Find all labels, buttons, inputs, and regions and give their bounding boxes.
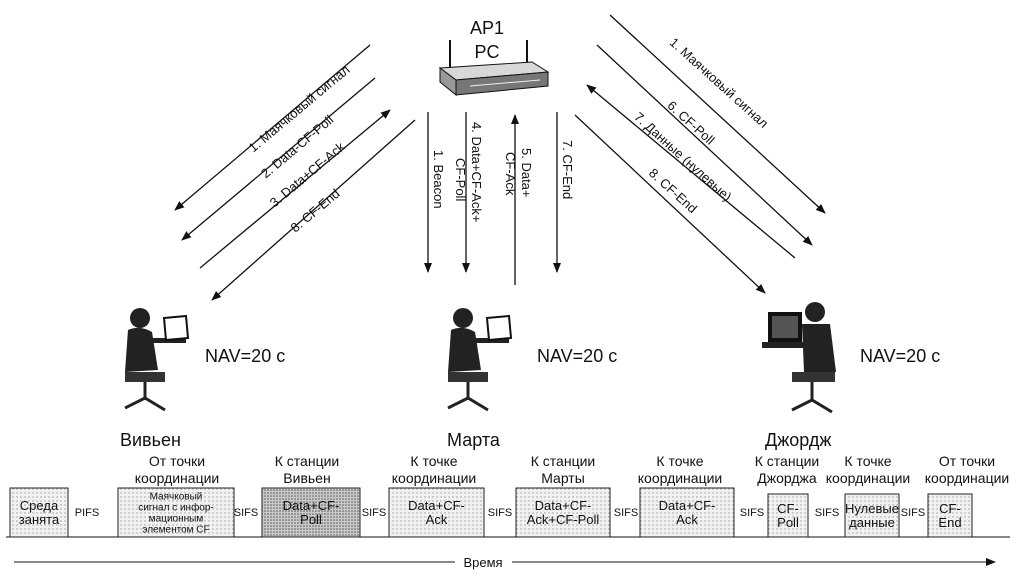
center-label-beacon: 1. Beacon — [431, 150, 446, 209]
frame-block-label: CF- — [777, 501, 799, 516]
interframe-space-label: SIFS — [362, 507, 386, 519]
frame-block-label: Нулевые — [845, 501, 899, 516]
frame-block-box — [927, 493, 973, 538]
frame-block: Data+CF-Poll — [261, 487, 361, 538]
ap-label-2: PC — [474, 42, 499, 62]
timeline-header-7b: координации — [826, 470, 911, 486]
timeline-gaps: PIFS SIFS SIFS SIFS SIFS SIFS SIFS SIFS — [75, 507, 925, 519]
frame-block: CF-End — [927, 493, 973, 538]
timeline-header-8b: координации — [925, 470, 1010, 486]
nav-marta: NAV=20 с — [537, 346, 617, 366]
frame-block-label: Ack — [426, 512, 448, 527]
frame-block-label: Ack — [676, 512, 698, 527]
interframe-space-label: SIFS — [901, 507, 925, 519]
timeline-header-2b: Вивьен — [283, 470, 330, 486]
timeline-header-7a: К точке — [844, 453, 891, 469]
frame-block-label: Poll — [777, 515, 799, 530]
interframe-space-label: SIFS — [740, 507, 764, 519]
nav-george: NAV=20 с — [860, 346, 940, 366]
timeline-header-6a: К станции — [755, 453, 819, 469]
frame-block-box — [767, 493, 809, 538]
frame-block-box — [515, 487, 611, 538]
timeline: От точки координации К станции Вивьен К … — [6, 453, 1010, 570]
center-arrows: 1. Beacon 4. Data+CF-Ack+ CF-Poll 5. Dat… — [424, 112, 575, 285]
person-with-laptop-icon — [124, 308, 190, 412]
center-label-4b: CF-Poll — [453, 158, 468, 201]
access-point-icon — [438, 40, 550, 97]
center-label-7: 7. CF-End — [560, 140, 575, 199]
frame-block-label: Data+CF- — [283, 498, 340, 513]
center-label-4a: 4. Data+CF-Ack+ — [469, 122, 484, 222]
frame-block-box — [9, 487, 69, 538]
interframe-space-label: SIFS — [614, 507, 638, 519]
timeline-header-4a: К станции — [531, 453, 595, 469]
time-axis-label: Время — [463, 555, 502, 570]
frame-block-label: End — [938, 515, 961, 530]
frame-block-box — [844, 493, 900, 538]
access-point: AP1 PC — [438, 18, 550, 97]
station-vivien: NAV=20 с Вивьен — [120, 308, 285, 450]
timeline-header-3a: К точке — [410, 453, 457, 469]
interframe-space-label: SIFS — [488, 507, 512, 519]
center-label-5a: 5. Data+ — [519, 148, 534, 198]
frame-block-label: мационным — [149, 514, 204, 525]
timeline-header-3b: координации — [392, 470, 477, 486]
station-name-george: Джордж — [765, 430, 831, 450]
frame-block-box — [388, 487, 485, 538]
timeline-header-4b: Марты — [541, 470, 585, 486]
station-marta: NAV=20 с Марта — [447, 308, 617, 450]
frame-block-label: Ack+CF-Poll — [527, 512, 600, 527]
frame-block-label: Data+CF- — [535, 498, 592, 513]
frame-block-box — [261, 487, 361, 538]
right-arrows: 1. Маячковый сигнал 6. CF-Poll 7. Данные… — [574, 14, 826, 294]
timeline-header-8a: От точки — [939, 453, 995, 469]
left-arrows: 1. Маячковый сигнал 2. Data-CF-Poll 3. D… — [174, 44, 416, 301]
frame-block-label: Маячковый — [150, 492, 203, 503]
nav-vivien: NAV=20 с — [205, 346, 285, 366]
frame-block: CF-Poll — [767, 493, 809, 538]
frame-block: Data+CF-Ack+CF-Poll — [515, 487, 611, 538]
timeline-header-1b: координации — [135, 470, 220, 486]
frame-block-box — [117, 487, 235, 538]
timeline-header-2a: К станции — [275, 453, 339, 469]
frame-block-label: Poll — [300, 512, 322, 527]
timeline-header-5a: К точке — [656, 453, 703, 469]
interframe-space-label: SIFS — [815, 507, 839, 519]
frame-block-label: данные — [849, 515, 895, 530]
interframe-space-label: PIFS — [75, 507, 99, 519]
frame-block-label: занята — [19, 512, 60, 527]
person-with-laptop-icon — [447, 308, 513, 412]
timeline-headers: От точки координации К станции Вивьен К … — [135, 453, 1010, 486]
timeline-header-1a: От точки — [149, 453, 205, 469]
frame-block-label: CF- — [939, 501, 961, 516]
timeline-header-5b: координации — [638, 470, 723, 486]
frame-block-box — [639, 487, 735, 538]
frame-block-label: сигнал с инфор- — [138, 502, 214, 514]
timeline-header-6b: Джорджа — [757, 470, 817, 486]
frame-block: Data+CF-Ack — [639, 487, 735, 538]
station-name-vivien: Вивьен — [120, 430, 181, 450]
frame-block-label: Data+CF- — [659, 498, 716, 513]
frame-block-label: элементом CF — [142, 525, 209, 536]
center-label-5b: CF-Ack — [503, 152, 518, 196]
interframe-space-label: SIFS — [234, 507, 258, 519]
frame-block: Data+CF-Ack — [388, 487, 485, 538]
station-name-marta: Марта — [447, 430, 501, 450]
station-george: NAV=20 с Джордж — [762, 302, 940, 450]
frame-block-label: Data+CF- — [408, 498, 465, 513]
ap-label-1: AP1 — [470, 18, 504, 38]
person-at-desktop-icon — [762, 302, 836, 414]
frame-block-label: Среда — [20, 498, 59, 513]
